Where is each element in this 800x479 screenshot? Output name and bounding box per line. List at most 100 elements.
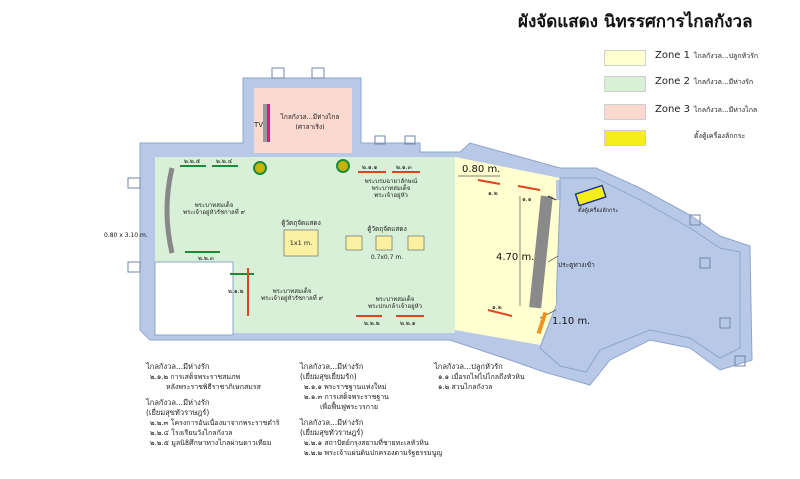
royal-label-top-right: พระบรมฉายาลักษณ์ พระบาทสมเด็จพระเจ้าอยู่…	[364, 178, 418, 199]
cabinet-small-1	[345, 235, 363, 251]
zone1-label: ๑.๒	[488, 190, 498, 197]
note-item: ๒.๒.๒ พระเจ้าแผ่นดินปกครองตามรัฐธรรมนูญ	[304, 449, 443, 457]
note-heading: ไกลกังวล...มีห่างรัก	[146, 362, 210, 371]
plant-1	[253, 161, 267, 175]
note-item: ๒.๒.๔ โรงเรียนวังไกลกังวล	[150, 429, 233, 437]
dim-z1-bottom: 1.10 m.	[552, 316, 591, 327]
note-item: ๒.๒.๑ สถาปัตย์กรุงสยามที่ชายทะเลหัวหิน	[304, 439, 429, 447]
orange-door	[536, 311, 548, 335]
notes-col1: ไกลกังวล...มีห่างรัก ๒.๑.๒ การเสด็จพระรา…	[146, 362, 306, 454]
dim-z1-top: 0.80 m.	[462, 164, 501, 175]
cabinet-small-3	[407, 235, 425, 251]
zone3-room	[254, 88, 352, 153]
tv-label: TV	[254, 121, 264, 129]
note-group: ไกลกังวล...มีห่างรัก (เยี่ยมสุขทัวราษฎร์…	[300, 418, 450, 458]
panel-label: ๒.๒.๒	[364, 320, 380, 327]
dim-z1-height: 4.70 m.	[496, 252, 535, 263]
note-item: ๒.๑.๒ การเสด็จพระราชสมภพ	[150, 373, 241, 381]
legend-zone-desc: ไกลกังวล...มีห่างรัก	[694, 78, 754, 86]
red-panel-6	[477, 179, 501, 185]
note-item: ๑.๒ สวนไกลกังวล	[438, 383, 493, 391]
kiosk-label: ตั้งตู้เครื่องลักกระ	[578, 208, 619, 214]
notes-col3: ไกลกังวล...ปลูกหัวรัก ๑.๑ เมื่อรถไฟไปไกล…	[434, 362, 574, 398]
entrance-arrow	[547, 255, 559, 263]
royal-label-bottom-left: พระบาทสมเด็จ พระเจ้าอยู่หัวรัชกาลที่ ๙	[260, 288, 323, 302]
panel-label: ๒.๒.๔	[216, 158, 233, 165]
tv-pillar	[263, 104, 267, 142]
kiosk-box	[574, 184, 607, 207]
curved-display-wall	[164, 167, 175, 254]
note-item: ๒.๑.๑ พระราชฐานแห่งใหม่	[304, 383, 387, 391]
royal-label-left: พระบาทสมเด็จ พระเจ้าอยู่หัวรัชกาลที่ ๙	[182, 202, 245, 216]
entrance-label: ประตูทางเข้า	[558, 261, 595, 269]
royal-label-bottom-mid: พระบาทสมเด็จ พระปกเกล้าเจ้าอยู่หัว	[368, 296, 422, 310]
note-item: ๒.๒.๓ โครงการอันเนื่องมาจากพระราชดำริ	[150, 419, 280, 427]
panel-label: ๒.๑.๒	[228, 288, 244, 295]
wall-strips	[539, 177, 741, 373]
note-group: ไกลกังวล...มีห่างรัก ๒.๑.๒ การเสด็จพระรา…	[146, 362, 306, 392]
legend-swatch-zone2	[604, 76, 646, 92]
zone1-label: ๑.๒	[492, 304, 502, 311]
window-right-2	[699, 257, 711, 269]
cabinet-small-2	[375, 235, 393, 251]
legend-swatch-kiosk	[604, 130, 646, 146]
zone3-room-label: ไกลกังวล...มีห่างไกล (ศาลาเริง)	[280, 113, 340, 131]
window-top-4	[404, 135, 416, 145]
cabinet-1x1	[283, 229, 319, 257]
legend-zone-label: Zone 2	[655, 76, 690, 87]
panel-label: ๒.๒.๑	[400, 320, 416, 327]
legend-zone-desc: ตั้งตู้เครื่องลักกระ	[694, 132, 746, 140]
window-top-2	[311, 67, 325, 79]
note-group: ไกลกังวล...ปลูกหัวรัก ๑.๑ เมื่อรถไฟไปไกล…	[434, 362, 574, 392]
note-heading: ไกลกังวล...มีห่างรัก (เยี่ยมสุขเยี่ยมรัก…	[300, 362, 364, 381]
note-group: ไกลกังวล...มีห่างรัก (เยี่ยมสุขเยี่ยมรัก…	[300, 362, 450, 412]
window-left-2	[127, 261, 141, 273]
window-top-1	[271, 67, 285, 79]
cabinets	[283, 229, 425, 257]
window-right-1	[689, 214, 701, 226]
panel-label: ๒.๑.๓	[396, 164, 412, 171]
window-left-1	[127, 177, 141, 189]
note-heading: ไกลกังวล...มีห่างรัก (เยี่ยมสุขทัวราษฎร์…	[300, 418, 364, 437]
windows	[127, 67, 746, 367]
plants	[253, 159, 350, 175]
note-heading: ไกลกังวล...มีห่างรัก (เยี่ยมสุขทัวราษฎร์…	[146, 398, 210, 417]
note-group: ไกลกังวล...มีห่างรัก (เยี่ยมสุขทัวราษฎร์…	[146, 398, 306, 448]
page-title: ผังจัดแสดง นิทรรศการไกลกังวล	[518, 12, 753, 32]
plant-2	[336, 159, 350, 173]
window-right-4	[734, 355, 746, 367]
panel-label: ๒.๑.๑	[362, 164, 378, 171]
notes-col2: ไกลกังวล...มีห่างรัก (เยี่ยมสุขเยี่ยมรัก…	[300, 362, 450, 464]
note-item: เพื่อฟื้นฟูพระวรกาย	[320, 403, 379, 411]
legend-zone-desc: ไกลกังวล...ปลูกหัวรัก	[694, 52, 759, 60]
tv-screen	[267, 104, 270, 142]
note-heading: ไกลกังวล...ปลูกหัวรัก	[434, 362, 503, 371]
wall-strip-upper-right	[539, 177, 741, 373]
window-top-3	[374, 135, 386, 145]
legend-swatch-zone3	[604, 104, 646, 120]
zone1-label: ๑.๑	[522, 196, 532, 203]
kiosk	[574, 184, 607, 207]
legend-zone-desc: ไกลกังวล...มีห่างไกล	[694, 106, 758, 114]
cabinet-1-size: 1x1 m.	[289, 239, 313, 247]
red-panel-8	[487, 309, 513, 317]
legend-swatch-zone1	[604, 50, 646, 66]
cabinet-2-label: ตู้วัตถุจัดแสดง	[367, 225, 407, 233]
entrance-door-1	[547, 195, 557, 201]
legend-zone-label: Zone 3	[655, 104, 690, 115]
legend-zone-label: Zone 1	[655, 50, 690, 61]
white-room-cutout	[154, 261, 234, 336]
dim-left-wall: 0.80 x 3.10 m.	[104, 232, 148, 239]
note-item: ๒.๒.๕ มูลนิธิศึกษาทางไกลผ่านดาวเทียม	[150, 439, 272, 447]
window-right-3	[719, 317, 731, 329]
red-panel-7	[517, 185, 541, 191]
note-item: ๒.๑.๓ การเสด็จพระราชฐาน	[304, 393, 389, 401]
panel-label: ๒.๒.๓	[198, 255, 214, 262]
green-panels	[180, 165, 254, 275]
panel-label: ๒.๒.๕	[184, 158, 201, 165]
cabinet-2-size: 0.7x0.7 m.	[370, 254, 404, 261]
note-item: หลังพระราชพิธีราชาภิเษกสมรส	[166, 383, 261, 391]
cabinet-1-label: ตู้วัตถุจัดแสดง	[281, 219, 321, 227]
